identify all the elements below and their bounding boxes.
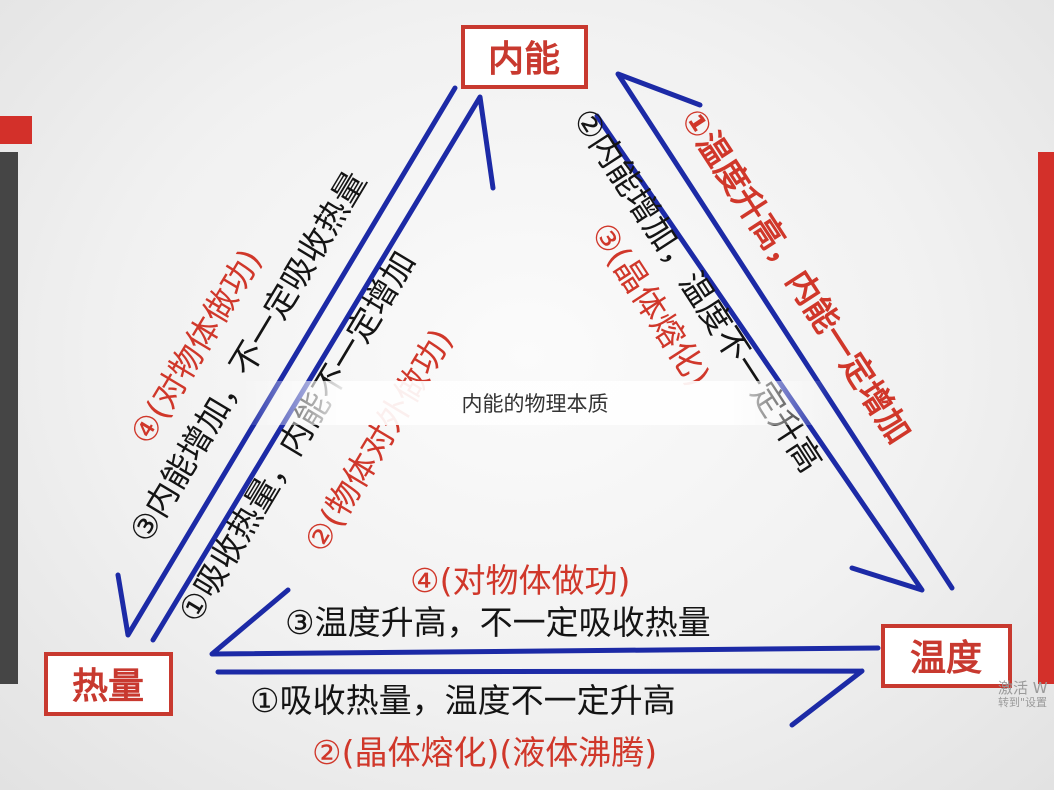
arrow-left-outer bbox=[115, 85, 458, 638]
bottom-edge-labels: ④(对物体做功) ③温度升高，不一定吸收热量 ①吸收热量，温度不一定升高 ②(晶… bbox=[250, 561, 711, 772]
arrow-left-inner bbox=[150, 94, 496, 643]
caption-text: 内能的物理本质 bbox=[461, 392, 609, 416]
left-dark-bar bbox=[0, 152, 18, 684]
right-red-bar bbox=[1038, 152, 1054, 684]
bottom-lower-red-label: ②(晶体熔化)(液体沸腾) bbox=[312, 733, 657, 772]
watermark-line2: 转到"设置 bbox=[998, 695, 1048, 709]
arrows bbox=[115, 71, 955, 728]
node-top-box bbox=[461, 25, 588, 89]
bottom-upper-red-label: ④(对物体做功) bbox=[410, 561, 630, 600]
node-right-box bbox=[881, 624, 1012, 688]
node-heat: 热量 bbox=[44, 652, 173, 716]
bottom-upper-black-label: ③温度升高，不一定吸收热量 bbox=[285, 603, 711, 642]
node-top-label: 内能 bbox=[488, 39, 560, 80]
node-temperature: 温度 bbox=[881, 624, 1012, 688]
arrow-bottom-upper bbox=[209, 587, 881, 657]
bottom-lower-black-label: ①吸收热量，温度不一定升高 bbox=[250, 681, 676, 720]
caption-bar: 内能的物理本质 bbox=[240, 381, 830, 425]
node-internal-energy: 内能 bbox=[461, 25, 588, 89]
node-right-label: 温度 bbox=[910, 638, 982, 679]
activation-watermark: 激活 W 转到"设置 bbox=[998, 680, 1054, 709]
watermark-line1: 激活 W bbox=[998, 679, 1048, 697]
arrow-right-inner bbox=[594, 113, 925, 593]
left-red-bar bbox=[0, 116, 32, 144]
node-left-box bbox=[44, 652, 173, 716]
arrow-bottom-lower bbox=[215, 668, 865, 728]
node-left-label: 热量 bbox=[72, 666, 144, 707]
arrow-right-outer bbox=[615, 71, 955, 591]
